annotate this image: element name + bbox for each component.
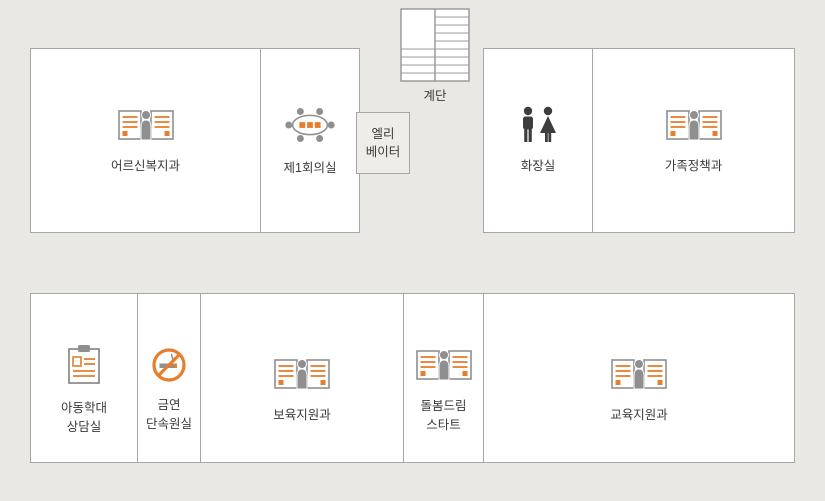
room-label-senior-welfare: 어르신복지과 bbox=[110, 158, 180, 173]
room-label-dolbom-dream-start: 돌봄드림 스타트 bbox=[420, 398, 467, 432]
office-desks-icon bbox=[666, 106, 722, 144]
room-childcare-support: 보육지원과 bbox=[200, 293, 404, 463]
room-label-conference-1: 제1회의실 bbox=[283, 160, 337, 175]
elevator-label: 엘리 베이터 bbox=[365, 126, 401, 159]
elevator-box: 엘리 베이터 bbox=[356, 112, 410, 174]
stairs-label: 계단 bbox=[423, 89, 447, 103]
room-label-smoking-enforcement: 금연 단속원실 bbox=[145, 397, 192, 431]
no-smoking-icon bbox=[151, 347, 187, 383]
room-restroom: 화장실 bbox=[483, 48, 593, 233]
room-label-education-support: 교육지원과 bbox=[610, 408, 668, 423]
stairs-icon bbox=[400, 8, 470, 82]
clipboard-icon bbox=[67, 344, 101, 386]
office-desks-icon bbox=[118, 106, 174, 144]
office-desks-icon bbox=[611, 355, 667, 393]
room-child-abuse-counseling: 아동학대 상담실 bbox=[30, 293, 138, 463]
room-dolbom-dream-start: 돌봄드림 스타트 bbox=[403, 293, 484, 463]
office-desks-icon bbox=[274, 355, 330, 393]
room-label-child-abuse-counseling: 아동학대 상담실 bbox=[60, 400, 107, 434]
room-senior-welfare: 어르신복지과 bbox=[30, 48, 261, 233]
room-label-childcare-support: 보육지원과 bbox=[273, 408, 331, 423]
round-table-icon bbox=[283, 104, 337, 146]
room-conference-1: 제1회의실 bbox=[260, 48, 360, 233]
room-smoking-enforcement: 금연 단속원실 bbox=[137, 293, 201, 463]
room-label-family-policy: 가족정책과 bbox=[664, 158, 723, 173]
room-family-policy: 가족정책과 bbox=[592, 48, 795, 233]
room-education-support: 교육지원과 bbox=[483, 293, 795, 463]
office-desks-icon bbox=[416, 346, 472, 384]
room-label-restroom: 화장실 bbox=[520, 158, 556, 173]
restroom-icon bbox=[516, 106, 560, 144]
